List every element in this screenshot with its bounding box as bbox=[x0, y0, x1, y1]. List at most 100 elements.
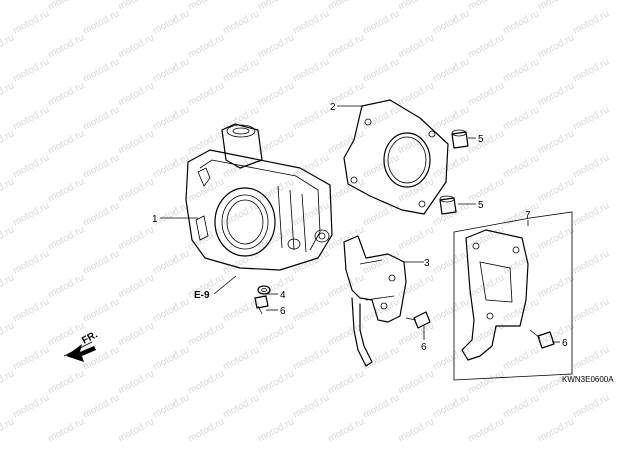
dowel-pin-upper bbox=[451, 129, 469, 149]
watermark-text: motod.ru bbox=[0, 32, 16, 60]
watermark-text: motod.ru bbox=[396, 128, 436, 156]
watermark-text: motod.ru bbox=[256, 368, 296, 396]
watermark-text: motod.ru bbox=[501, 56, 541, 84]
watermark-text: motod.ru bbox=[221, 392, 261, 420]
watermark-text: motod.ru bbox=[326, 368, 366, 396]
watermark-text: motod.ru bbox=[116, 272, 156, 300]
watermark-text: motod.ru bbox=[186, 176, 226, 204]
callout-6-right: 6 bbox=[562, 338, 568, 349]
callout-2: 2 bbox=[330, 102, 336, 113]
watermark-text: motod.ru bbox=[361, 392, 401, 420]
watermark-text: motod.ru bbox=[186, 320, 226, 348]
watermark-text: motod.ru bbox=[396, 80, 436, 108]
watermark-text: motod.ru bbox=[431, 344, 471, 372]
watermark-text: motod.ru bbox=[466, 32, 506, 60]
watermark-text: motod.ru bbox=[466, 176, 506, 204]
gasket-part bbox=[343, 99, 449, 215]
watermark-text: motod.ru bbox=[466, 416, 506, 444]
watermark-text: motod.ru bbox=[81, 200, 121, 228]
watermark-text: motod.ru bbox=[396, 176, 436, 204]
watermark-text: motod.ru bbox=[361, 104, 401, 132]
watermark-text: motod.ru bbox=[46, 224, 86, 252]
watermark-text: motod.ru bbox=[81, 152, 121, 180]
watermark-text: motod.ru bbox=[571, 296, 611, 324]
watermark-text: motod.ru bbox=[466, 368, 506, 396]
watermark-text: motod.ru bbox=[0, 368, 16, 396]
watermark-text: motod.ru bbox=[116, 80, 156, 108]
watermark-text: motod.ru bbox=[81, 392, 121, 420]
watermark-text: motod.ru bbox=[571, 392, 611, 420]
watermark-text: motod.ru bbox=[431, 200, 471, 228]
cylinder-part bbox=[185, 123, 333, 271]
watermark-text: motod.ru bbox=[361, 8, 401, 36]
watermark-text: motod.ru bbox=[361, 344, 401, 372]
bolt-center bbox=[405, 311, 431, 329]
watermark-text: motod.ru bbox=[151, 248, 191, 276]
watermark-text: motod.ru bbox=[431, 56, 471, 84]
callout-7: 7 bbox=[525, 210, 531, 221]
watermark-text: motod.ru bbox=[256, 416, 296, 444]
dowel-pin-lower bbox=[439, 195, 457, 215]
watermark-text: motod.ru bbox=[81, 296, 121, 324]
watermark-text: motod.ru bbox=[361, 152, 401, 180]
watermark-text: motod.ru bbox=[501, 152, 541, 180]
watermark-text: motod.ru bbox=[571, 152, 611, 180]
watermark-text: motod.ru bbox=[536, 80, 576, 108]
watermark-text: motod.ru bbox=[186, 32, 226, 60]
watermark-text: motod.ru bbox=[11, 248, 51, 276]
watermark-text: motod.ru bbox=[46, 80, 86, 108]
plate-part bbox=[461, 229, 529, 361]
watermark-text: motod.ru bbox=[151, 152, 191, 180]
part-7-outline-box bbox=[453, 211, 573, 381]
watermark-text: motod.ru bbox=[501, 392, 541, 420]
watermark-text: motod.ru bbox=[11, 152, 51, 180]
watermark-text: motod.ru bbox=[116, 176, 156, 204]
watermark-text: motod.ru bbox=[46, 416, 86, 444]
watermark-text: motod.ru bbox=[116, 224, 156, 252]
watermark-text: motod.ru bbox=[221, 248, 261, 276]
watermark-text: motod.ru bbox=[396, 32, 436, 60]
watermark-text: motod.ru bbox=[116, 416, 156, 444]
watermark-text: motod.ru bbox=[571, 200, 611, 228]
watermark-text: motod.ru bbox=[256, 80, 296, 108]
watermark-text: motod.ru bbox=[536, 224, 576, 252]
watermark-text: motod.ru bbox=[291, 392, 331, 420]
watermark-text: motod.ru bbox=[536, 416, 576, 444]
watermark-text: motod.ru bbox=[396, 0, 436, 13]
watermark-text: motod.ru bbox=[151, 56, 191, 84]
watermark-text: motod.ru bbox=[0, 128, 16, 156]
watermark-text: motod.ru bbox=[186, 368, 226, 396]
watermark-text: motod.ru bbox=[501, 200, 541, 228]
bolt-left bbox=[254, 295, 269, 315]
watermark-text: motod.ru bbox=[291, 296, 331, 324]
watermark-text: motod.ru bbox=[396, 368, 436, 396]
watermark-text: motod.ru bbox=[11, 8, 51, 36]
nut-part bbox=[257, 285, 271, 295]
watermark-text: motod.ru bbox=[466, 128, 506, 156]
watermark-text: motod.ru bbox=[256, 32, 296, 60]
callout-6-center: 6 bbox=[421, 342, 427, 353]
watermark-text: motod.ru bbox=[361, 200, 401, 228]
watermark-text: motod.ru bbox=[466, 272, 506, 300]
watermark-text: motod.ru bbox=[431, 8, 471, 36]
watermark-text: motod.ru bbox=[291, 104, 331, 132]
bolt-right bbox=[529, 329, 555, 349]
watermark-text: motod.ru bbox=[291, 248, 331, 276]
watermark-text: motod.ru bbox=[291, 344, 331, 372]
watermark-text: motod.ru bbox=[431, 152, 471, 180]
watermark-text: motod.ru bbox=[256, 0, 296, 13]
bracket-part bbox=[343, 235, 407, 367]
callout-1: 1 bbox=[152, 214, 158, 225]
watermark-text: motod.ru bbox=[81, 104, 121, 132]
callout-6-left: 6 bbox=[280, 306, 286, 317]
leader-lines bbox=[63, 105, 560, 357]
watermark-text: motod.ru bbox=[0, 80, 16, 108]
watermark-text: motod.ru bbox=[501, 344, 541, 372]
watermark-text: motod.ru bbox=[501, 248, 541, 276]
watermark-text: motod.ru bbox=[221, 8, 261, 36]
reference-label: E-9 bbox=[194, 290, 210, 301]
callout-5-upper: 5 bbox=[478, 134, 484, 145]
watermark-text: motod.ru bbox=[116, 320, 156, 348]
